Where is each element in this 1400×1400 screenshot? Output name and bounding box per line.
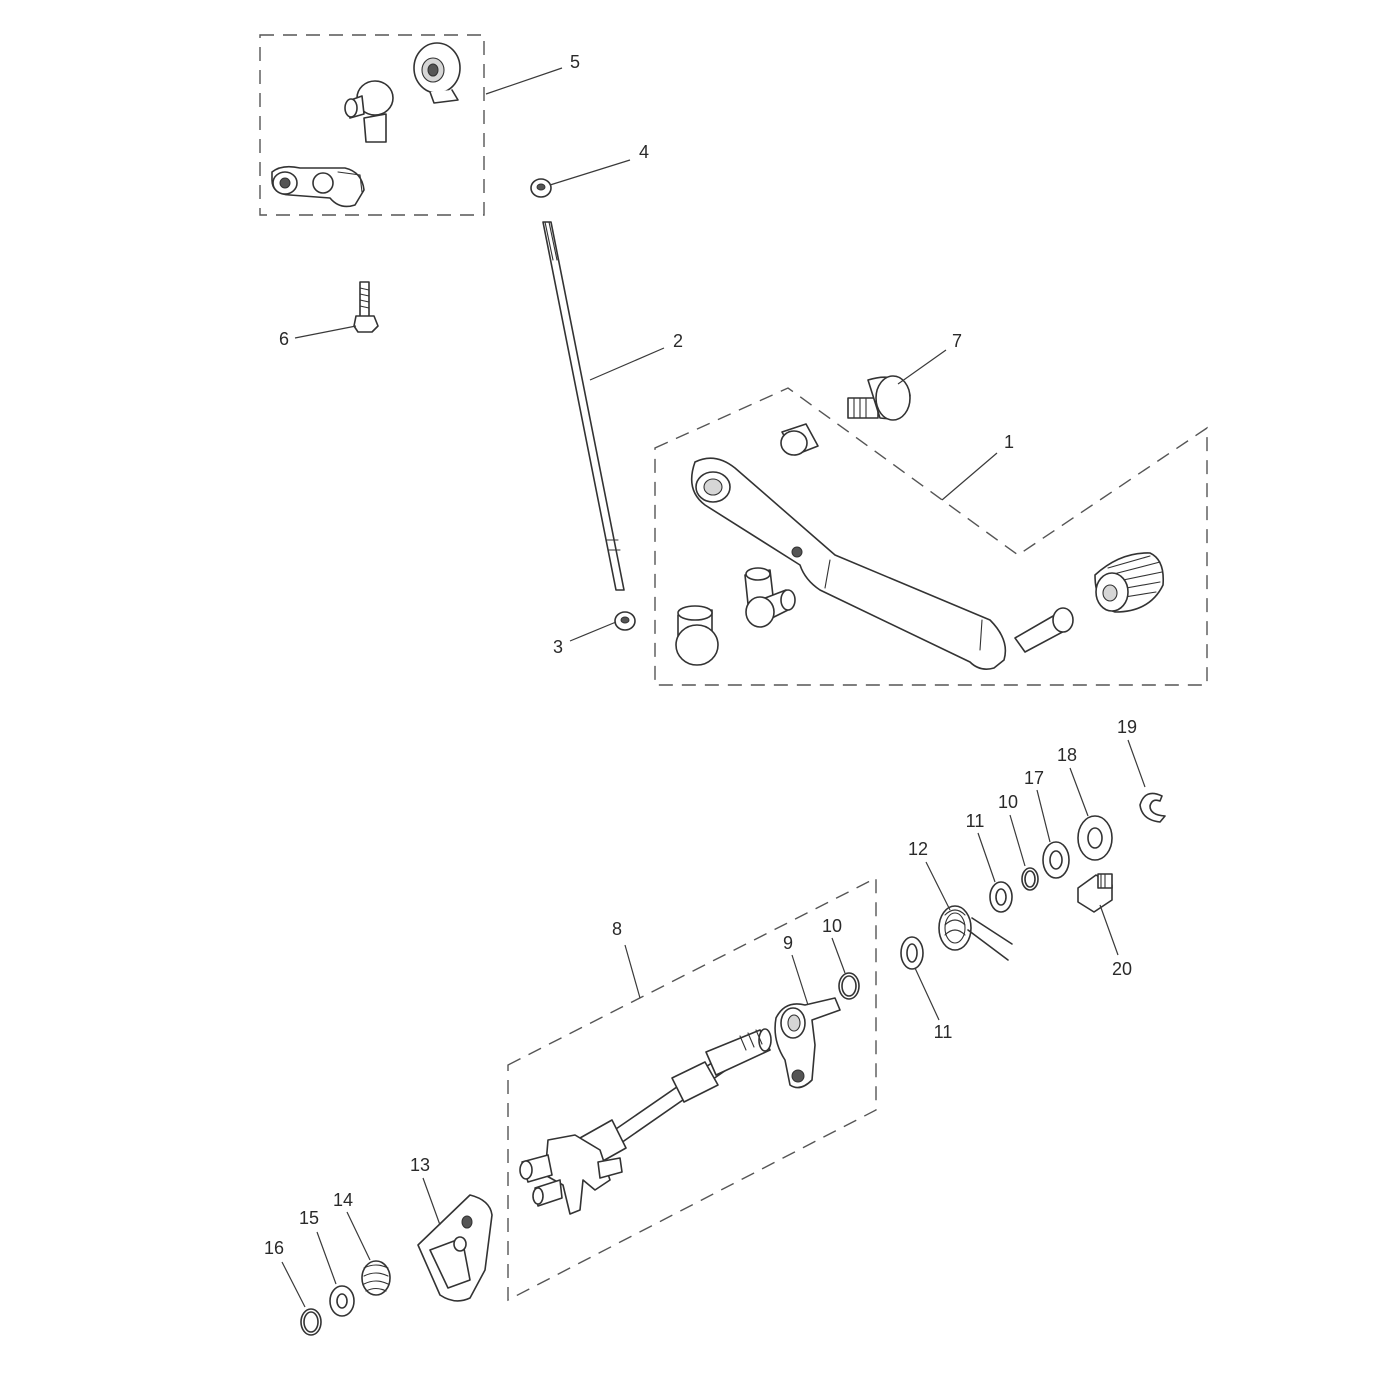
leader-12 xyxy=(925,861,951,911)
return-spring-12 xyxy=(938,905,1013,961)
cam-plate-13 xyxy=(417,1194,493,1302)
leader-15 xyxy=(316,1231,337,1285)
leader-5 xyxy=(485,67,563,95)
leader-6 xyxy=(294,325,357,339)
ball-joint-socket xyxy=(675,605,719,666)
leader-9 xyxy=(791,954,809,1006)
washer-15 xyxy=(329,1285,355,1317)
leader-14 xyxy=(346,1211,371,1261)
nut-3 xyxy=(614,611,636,631)
ball-joint-upper xyxy=(413,42,461,104)
callout-8: 8 xyxy=(612,919,622,939)
stopper-stud-20 xyxy=(1077,873,1113,913)
footpeg-stem xyxy=(1014,607,1074,653)
circlip-16 xyxy=(300,1308,322,1336)
ball-joint-elbow xyxy=(744,567,796,628)
callout-13: 13 xyxy=(410,1155,430,1175)
leader-11b xyxy=(977,832,996,883)
spring-14 xyxy=(361,1260,391,1296)
shift-shaft xyxy=(579,1028,772,1167)
leader-7 xyxy=(897,349,947,385)
leader-3 xyxy=(569,621,617,642)
group-box-8 xyxy=(507,876,877,1302)
washer-18 xyxy=(1077,815,1113,861)
washer-17 xyxy=(1042,841,1070,879)
leader-20 xyxy=(1099,904,1119,956)
callout-14: 14 xyxy=(333,1190,353,1210)
callout-20: 20 xyxy=(1112,959,1132,979)
linkage-rod xyxy=(542,221,625,591)
leader-10b xyxy=(1009,814,1026,867)
callout-5: 5 xyxy=(570,52,580,72)
callout-2: 2 xyxy=(673,331,683,351)
leader-13 xyxy=(422,1177,441,1226)
selector-arm xyxy=(519,1134,623,1215)
group-box-1 xyxy=(654,387,1208,686)
callout-19: 19 xyxy=(1117,717,1137,737)
gear-lever-arm xyxy=(690,457,1007,670)
leader-4 xyxy=(549,159,631,186)
callout-10-upper: 10 xyxy=(998,792,1018,812)
circlip-10-lower xyxy=(838,972,860,1000)
washer-11-lower xyxy=(900,936,924,970)
callout-4: 4 xyxy=(639,142,649,162)
shift-arm-9 xyxy=(774,997,841,1089)
callout-9: 9 xyxy=(783,933,793,953)
leader-2 xyxy=(589,347,665,381)
clevis-clamp xyxy=(271,165,365,208)
leader-10a xyxy=(831,937,846,974)
callout-12: 12 xyxy=(908,839,928,859)
leader-19 xyxy=(1127,739,1146,788)
callout-11-upper: 11 xyxy=(966,811,985,831)
callout-6: 6 xyxy=(279,329,289,349)
circlip-10-upper xyxy=(1021,867,1039,891)
callout-1: 1 xyxy=(1004,432,1014,452)
leader-8 xyxy=(624,944,641,999)
ball-joint-lower xyxy=(344,80,394,143)
callout-7: 7 xyxy=(952,331,962,351)
leader-17 xyxy=(1036,789,1051,843)
callout-18: 18 xyxy=(1057,745,1077,765)
group-box-5 xyxy=(259,34,485,216)
callout-15: 15 xyxy=(299,1208,319,1228)
bolt-6 xyxy=(353,281,379,333)
leader-16 xyxy=(281,1261,306,1308)
pivot-bolt-7 xyxy=(847,375,911,421)
leader-11a xyxy=(914,967,940,1021)
callout-16: 16 xyxy=(264,1238,284,1258)
e-clip-19 xyxy=(1139,792,1166,823)
leader-18 xyxy=(1069,767,1089,817)
nut-4 xyxy=(530,178,552,198)
washer-11-upper xyxy=(989,881,1013,913)
bush xyxy=(780,423,819,456)
leader-1 xyxy=(941,452,998,501)
footpeg-rubber xyxy=(1094,552,1165,613)
callout-11-lower: 11 xyxy=(934,1022,953,1042)
callout-10-lower: 10 xyxy=(822,916,842,936)
callout-17: 17 xyxy=(1024,768,1044,788)
callout-3: 3 xyxy=(553,637,563,657)
